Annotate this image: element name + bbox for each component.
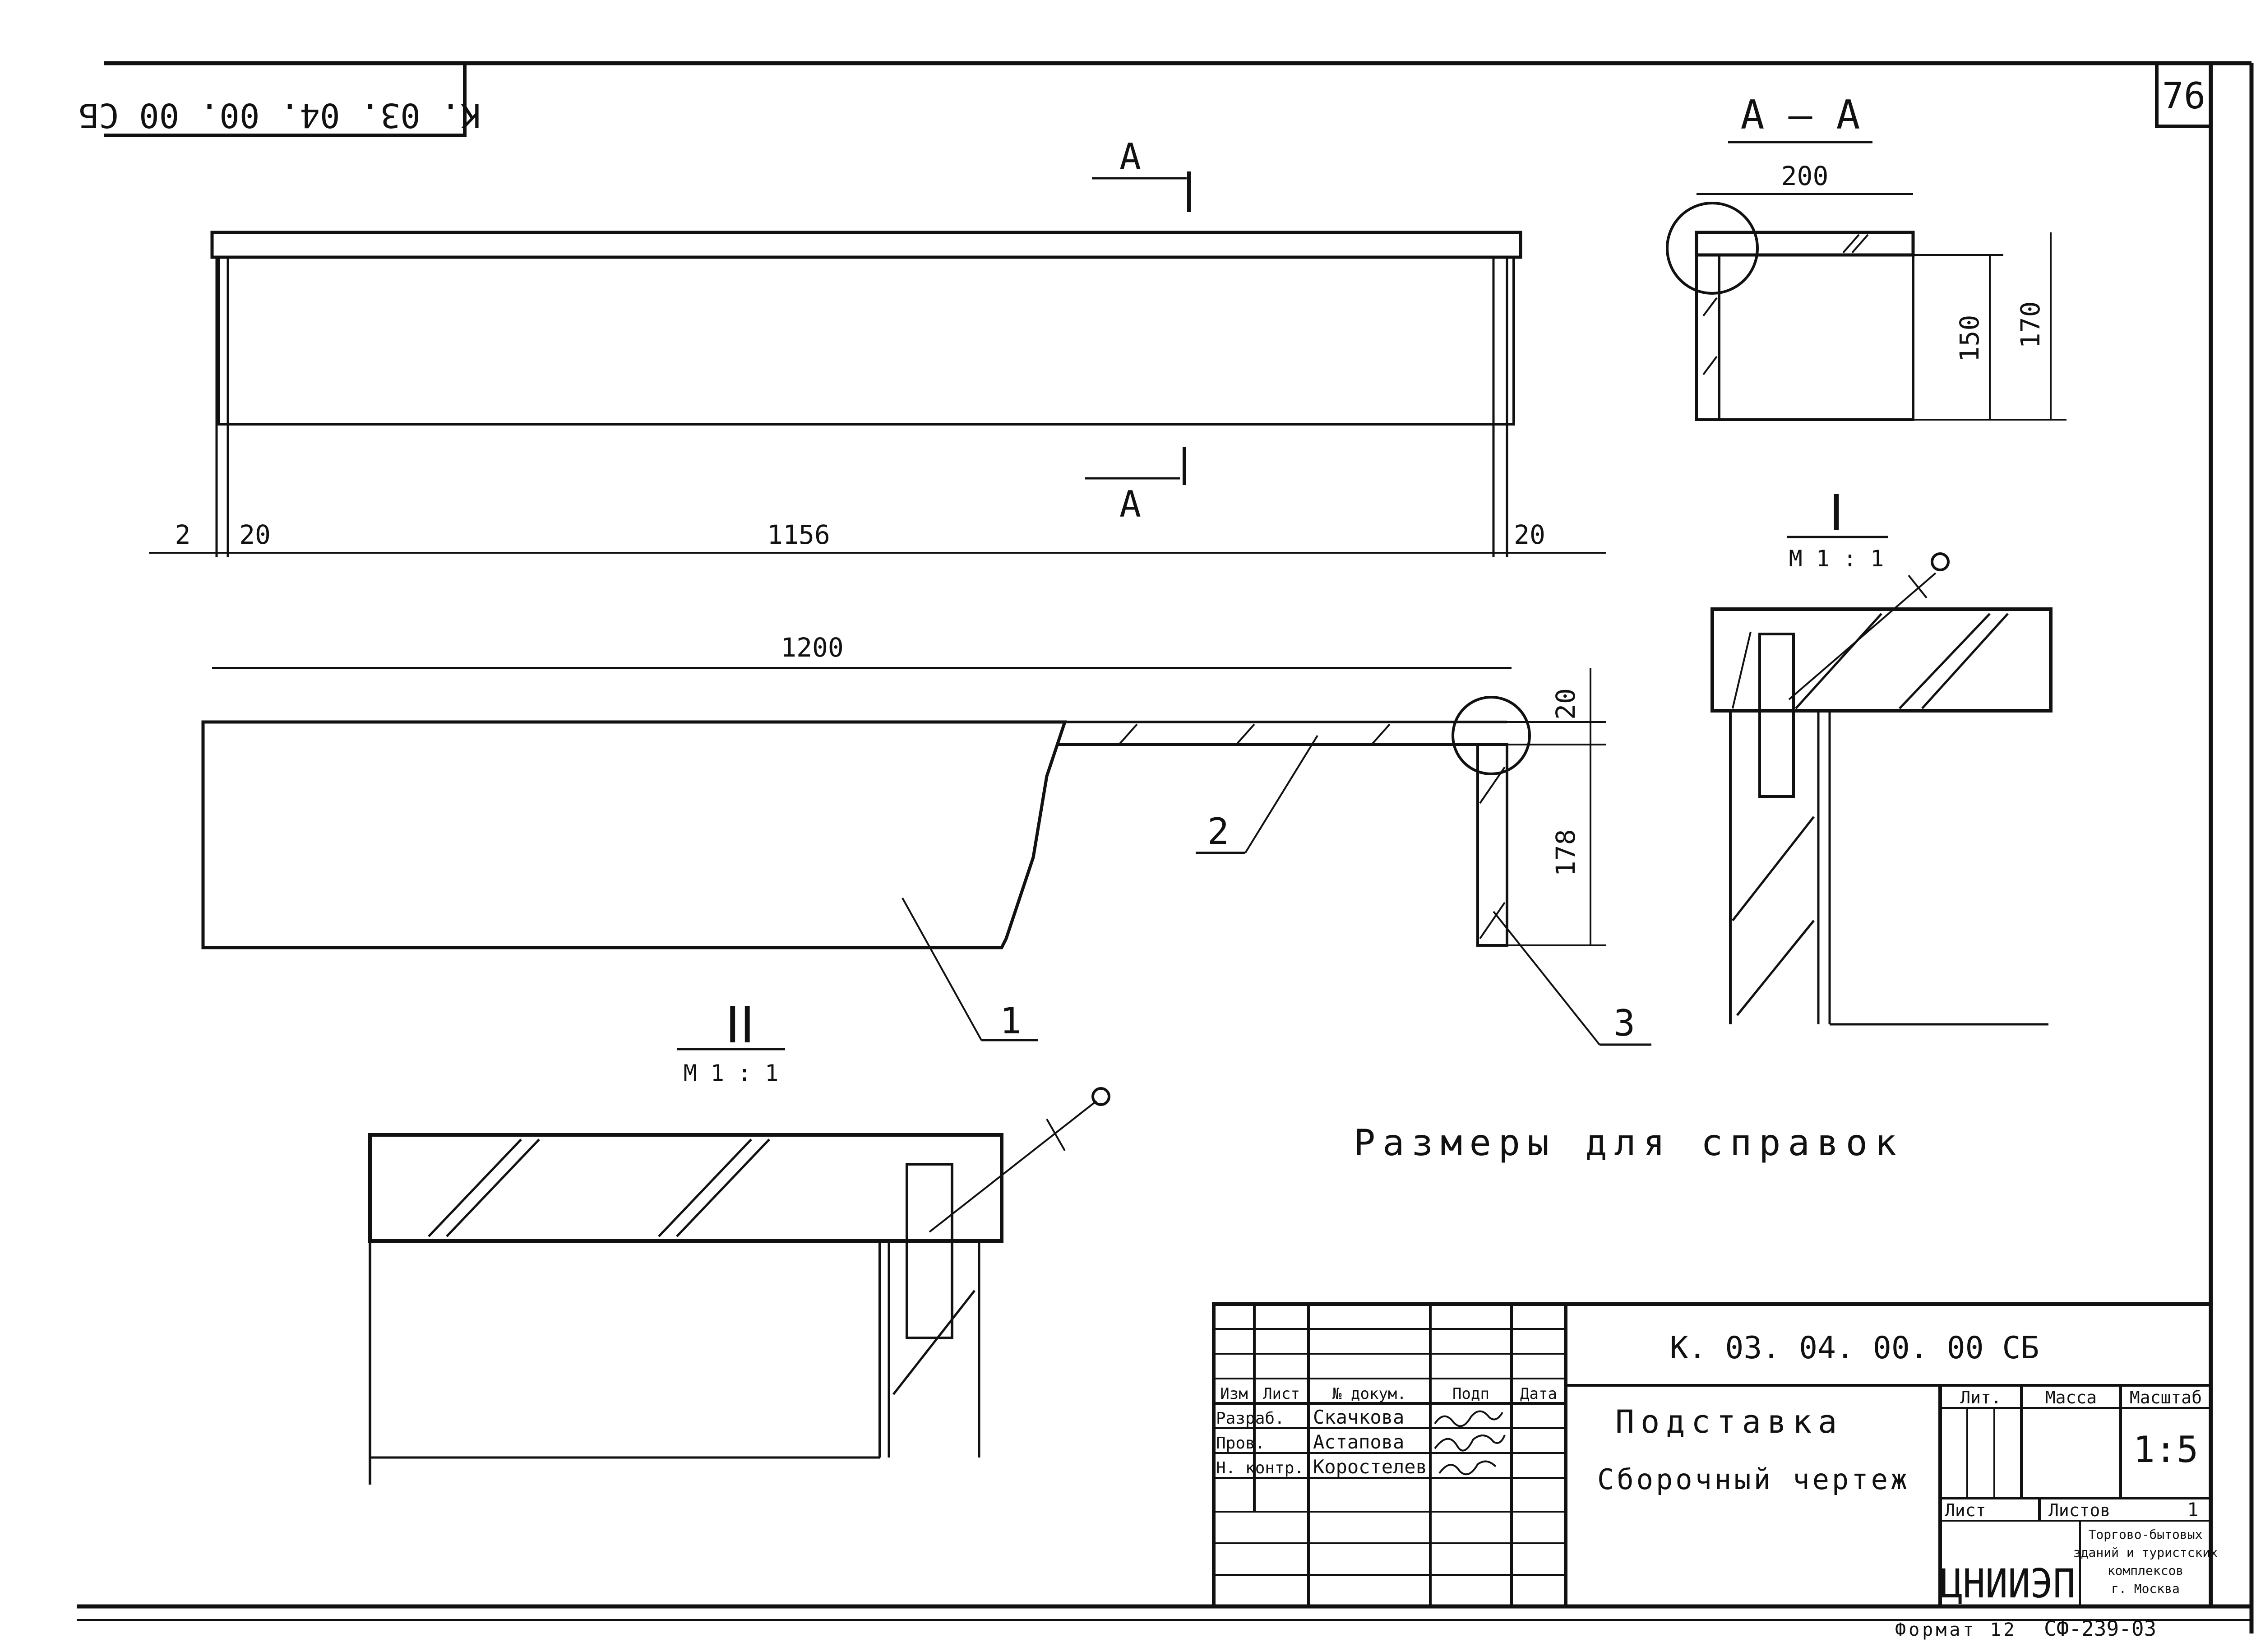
tb-col-sign: Подп [1452, 1385, 1489, 1403]
tb-sheets-value: 1 [2187, 1499, 2198, 1521]
tb-mass-label: Масса [2045, 1388, 2097, 1407]
tb-role-2: Пров. [1216, 1434, 1265, 1453]
signature-1 [1434, 1410, 1503, 1427]
tb-scale-value: 1:5 [2133, 1429, 2199, 1471]
tb-person-2: Астапова [1313, 1431, 1404, 1453]
org-logo: ЦНИИЭП [1940, 1560, 2076, 1607]
corner-stamp-text: К. 03. 04. 00. 00 СБ [79, 96, 481, 134]
title-block: Изм Лист № докум. Подп Дата Разраб. Скач… [1212, 1302, 2218, 1608]
front-dim-b: 20 [239, 519, 271, 550]
sheet-number-box: 76 [2155, 61, 2213, 128]
detail-1-label: I [1829, 484, 1844, 542]
front-view: 2 20 1156 20 А А [149, 136, 1606, 557]
section-aa: А — А 200 150 170 [1666, 92, 2066, 421]
tb-sheets-label: Листов [2048, 1500, 2110, 1520]
detail-2-scale: М 1 : 1 [684, 1060, 779, 1086]
tb-col-list: Лист [1263, 1385, 1300, 1403]
front-dim-c: 1156 [767, 519, 830, 550]
detail-1-scale: М 1 : 1 [1789, 546, 1884, 572]
side-dim-top: 20 [1550, 688, 1581, 720]
section-aa-title: А — А [1741, 92, 1860, 138]
corner-stamp: К. 03. 04. 00. 00 СБ [79, 61, 481, 137]
section-marker-bottom: А [1119, 483, 1141, 525]
callout-3: 3 [1613, 1002, 1635, 1044]
section-aa-height-inner: 150 [1954, 315, 1985, 362]
section-aa-width: 200 [1781, 161, 1829, 191]
stamp-code: СФ-239-03 [2044, 1616, 2156, 1641]
tb-sheet-label: Лист [1945, 1500, 1986, 1520]
detail-1: I М 1 : 1 [1710, 484, 2053, 1026]
reference-note: Размеры для справок [1354, 1122, 1904, 1164]
callout-1: 1 [1000, 1000, 1022, 1042]
tb-col-date: Дата [1520, 1385, 1557, 1403]
signature-3 [1438, 1460, 1497, 1476]
format-text: Формат 12 [1895, 1620, 2017, 1640]
side-dim-length: 1200 [781, 632, 844, 663]
front-dim-a: 2 [175, 519, 191, 550]
tb-doc-code: К. 03. 04. 00. 00 СБ [1670, 1330, 2039, 1366]
section-aa-height-total: 170 [2015, 301, 2046, 349]
tb-col-izm: Изм [1220, 1385, 1248, 1403]
section-marker-top: А [1119, 136, 1141, 178]
tb-person-1: Скачкова [1313, 1406, 1404, 1428]
tb-role-1: Разраб. [1216, 1409, 1285, 1428]
org-line-1: Торгово-бытовых [2089, 1527, 2203, 1542]
side-view: 1200 20 178 1 2 3 [201, 632, 1651, 1046]
org-line-4: г. Москва [2111, 1581, 2180, 1596]
tb-lit-label: Лит. [1960, 1388, 2002, 1407]
front-dim-d: 20 [1514, 519, 1545, 550]
detail-2: II М 1 : 1 [368, 996, 1110, 1485]
side-dim-leg: 178 [1550, 829, 1581, 877]
tb-doc-type: Сборочный чертеж [1597, 1463, 1910, 1496]
tb-name: Подставка [1615, 1403, 1843, 1440]
tb-scale-label: Масштаб [2130, 1388, 2202, 1407]
signature-2 [1434, 1435, 1506, 1452]
tb-person-3: Коростелев [1313, 1456, 1427, 1478]
org-line-3: комплексов [2108, 1563, 2184, 1578]
org-line-2: зданий и туристских [2073, 1545, 2218, 1560]
sheet-number: 76 [2162, 75, 2205, 117]
tb-role-3: Н. контр. [1216, 1459, 1304, 1477]
callout-2: 2 [1207, 810, 1229, 852]
detail-2-label: II [726, 996, 755, 1054]
tb-col-doc: № докум. [1332, 1385, 1406, 1403]
sheet-frame [77, 61, 2254, 1633]
